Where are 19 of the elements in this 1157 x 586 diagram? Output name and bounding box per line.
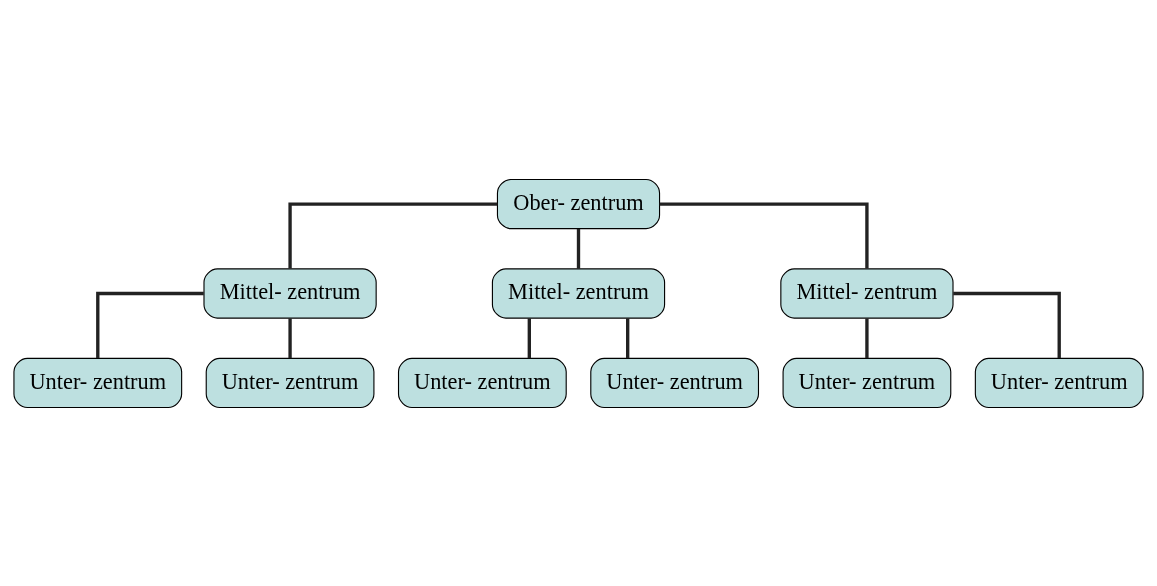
connector: [96, 291, 204, 358]
node-box: Mittel- zentrum: [780, 267, 954, 319]
connector: [626, 317, 630, 358]
connector: [953, 291, 1061, 358]
node-box: Unter- zentrum: [397, 357, 567, 408]
connector: [288, 317, 292, 358]
connector: [576, 228, 581, 269]
connector: [865, 317, 869, 358]
node-box: Unter- zentrum: [782, 357, 952, 408]
connector: [659, 201, 869, 269]
node-box: Unter- zentrum: [205, 357, 375, 408]
node-box: Unter- zentrum: [590, 357, 760, 408]
node-box: Mittel- zentrum: [491, 267, 666, 319]
connector: [527, 317, 531, 358]
node-box: Mittel- zentrum: [203, 267, 377, 319]
node-box: Unter- zentrum: [974, 357, 1144, 408]
node-box: Unter- zentrum: [13, 357, 183, 408]
node-box: Ober- zentrum: [496, 178, 661, 229]
connector: [288, 201, 498, 269]
